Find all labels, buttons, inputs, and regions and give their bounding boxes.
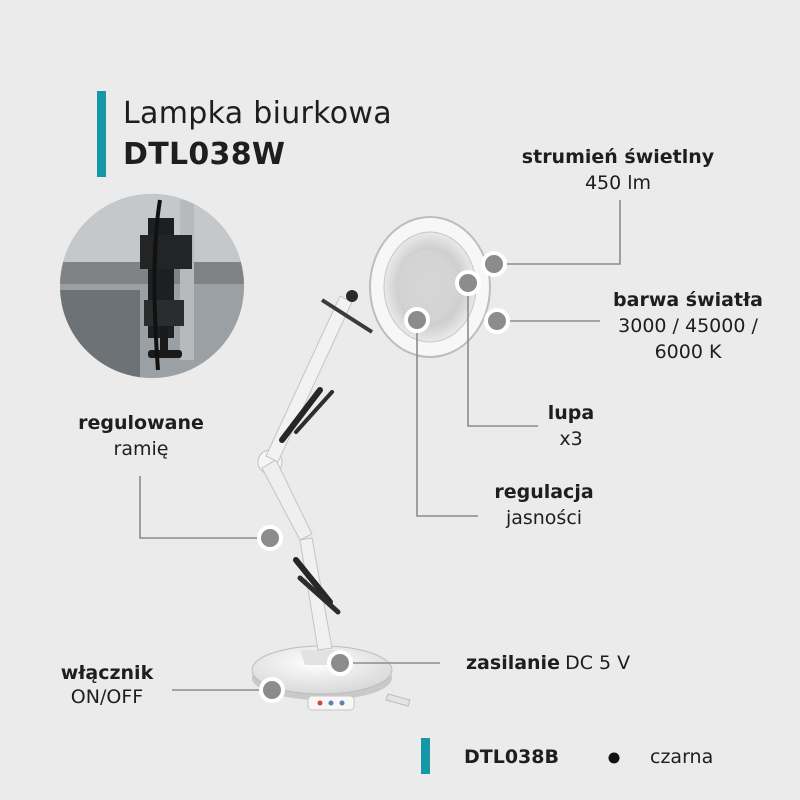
lamp-body: [251, 216, 491, 711]
power-value: DC 5 V: [565, 652, 631, 674]
callout-lines: [139, 200, 621, 691]
arm-value: ramię: [113, 438, 169, 460]
switch-label: włącznik: [60, 662, 154, 684]
page-title-model: DTL038W: [123, 137, 286, 172]
marker-brightness: [404, 307, 430, 333]
marker-luminous-flux: [481, 251, 507, 277]
title-accent-bar: [97, 91, 106, 177]
luminous-flux-label: strumień świetlny: [521, 146, 715, 168]
brightness-label: regulacja: [494, 481, 594, 503]
arm-label: regulowane: [78, 412, 204, 434]
color-temp-value-2: 6000 K: [654, 341, 722, 363]
magnifier-label: lupa: [547, 402, 595, 424]
page-title-line1: Lampka biurkowa: [123, 96, 392, 131]
marker-arm: [257, 525, 283, 551]
callout-markers: [257, 251, 510, 703]
switch-value: ON/OFF: [70, 686, 144, 708]
color-temp-value-1: 3000 / 45000 /: [618, 315, 758, 337]
variant-color-name: czarna: [650, 746, 714, 768]
power-spec: zasilanie DC 5 V: [466, 652, 630, 674]
clamp-detail-photo: [60, 194, 244, 378]
variant-color-dot: [608, 752, 620, 764]
magnifier-value: x3: [559, 428, 583, 450]
marker-color-temp: [484, 308, 510, 334]
color-temp-label: barwa światła: [613, 289, 763, 311]
luminous-flux-value: 450 lm: [584, 172, 652, 194]
power-label: zasilanie: [466, 652, 560, 674]
brightness-value: jasności: [505, 507, 583, 529]
marker-power: [327, 650, 353, 676]
variant-accent-bar: [421, 738, 430, 774]
marker-switch: [259, 677, 285, 703]
variant-code: DTL038B: [464, 746, 559, 768]
marker-magnifier: [455, 270, 481, 296]
